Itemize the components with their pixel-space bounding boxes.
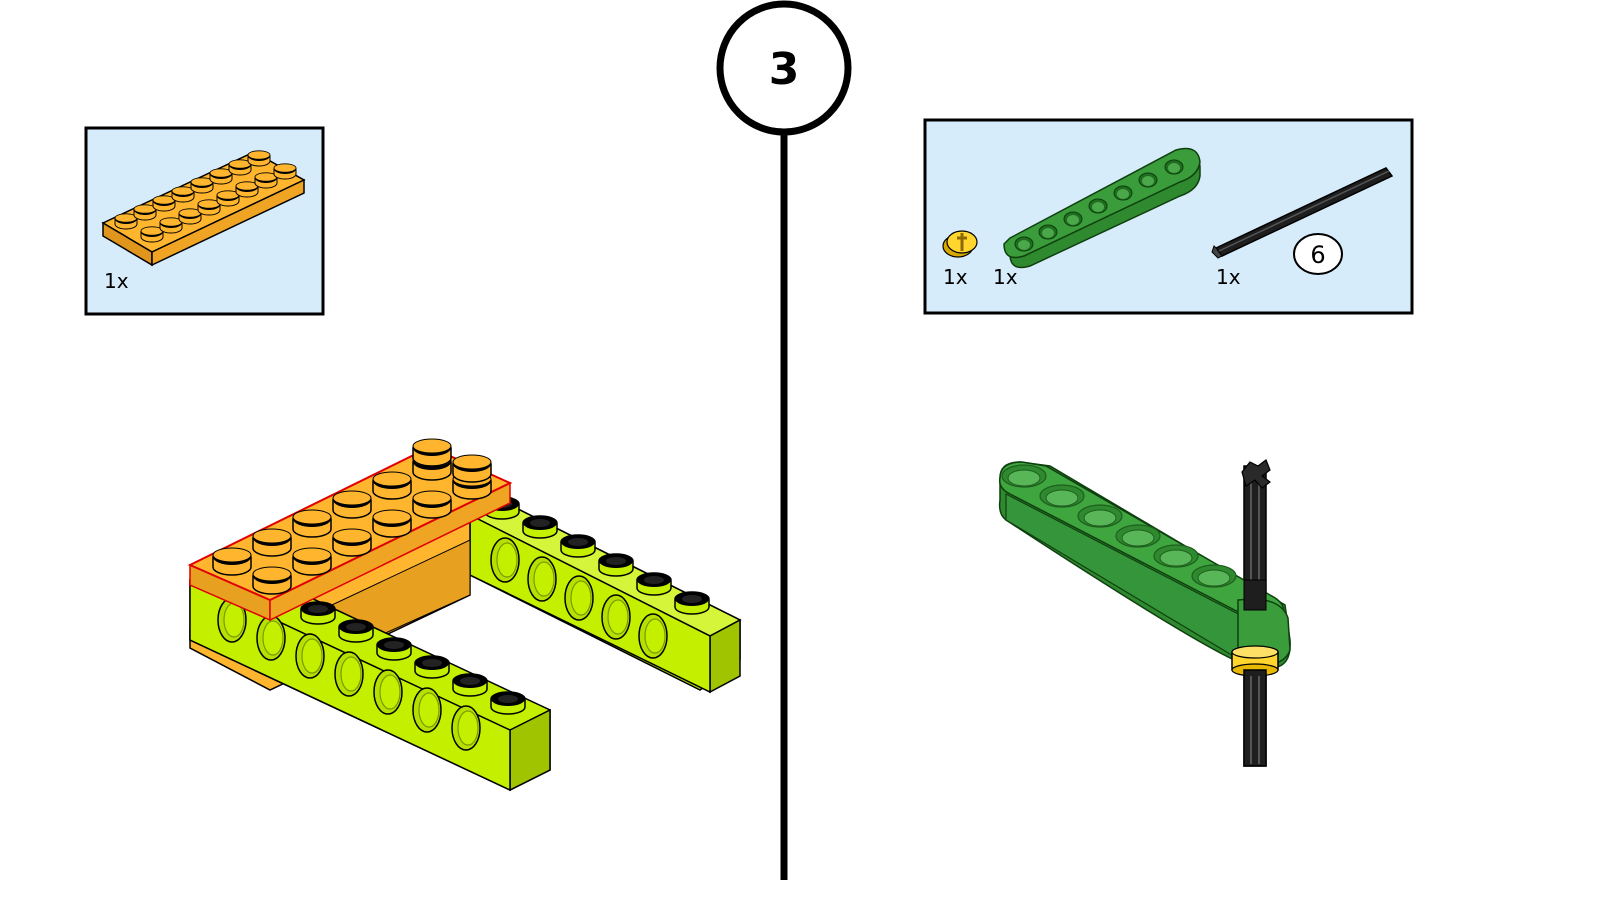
green-beam-part-icon: [1003, 147, 1201, 269]
right-assembly-model: [998, 459, 1291, 767]
yellow-bush-part-icon: [942, 230, 978, 258]
axle-length-badge: 6: [1293, 233, 1343, 275]
assembled-yellow-bush: [1231, 645, 1279, 767]
assembled-green-beam: [998, 461, 1291, 669]
left-parts-callout: 1x: [84, 126, 325, 316]
left-assembly-model: [187, 438, 742, 792]
back-lime-beam: [468, 496, 742, 694]
green-beam-quantity: 1x: [993, 265, 1018, 289]
new-orange-plate: [187, 438, 513, 622]
right-parts-callout: 1x 1x 1x 6: [923, 118, 1414, 315]
step-number: 3: [769, 44, 800, 95]
orange-plate-part-icon: [101, 150, 306, 267]
orange-plate-quantity: 1x: [104, 269, 129, 293]
black-axle-quantity: 1x: [1216, 265, 1241, 289]
black-axle-part-icon: [1211, 167, 1394, 259]
front-lime-beam: [189, 559, 551, 792]
axle-length-label: 6: [1310, 241, 1325, 269]
step-number-badge: 3: [716, 0, 852, 136]
yellow-bush-quantity: 1x: [943, 265, 968, 289]
